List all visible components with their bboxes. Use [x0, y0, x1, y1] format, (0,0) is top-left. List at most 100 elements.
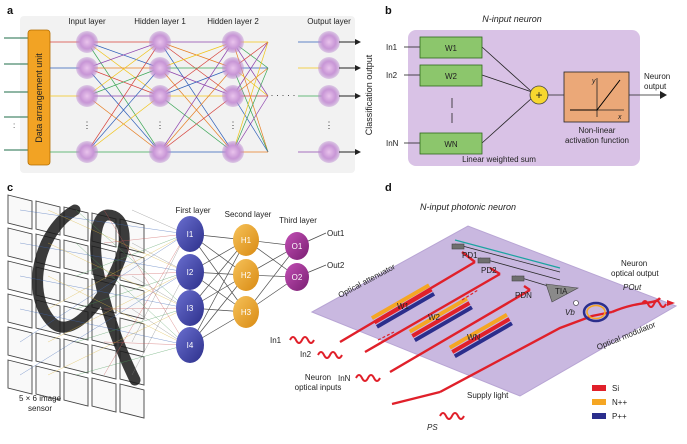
- sum-node: [529, 85, 549, 105]
- weight-w2-label: W2: [428, 313, 441, 322]
- tia-amplifier: [545, 283, 579, 303]
- neuron-node: [222, 85, 244, 107]
- first-layer-node-label: I3: [187, 304, 194, 313]
- sensor-connection: [103, 233, 187, 244]
- connection-line: [159, 41, 234, 153]
- neuron-node: [149, 57, 171, 79]
- connection-line: [232, 67, 269, 153]
- panel-a-letter: a: [7, 5, 14, 17]
- third-layer-node: [285, 232, 309, 260]
- sensor-connection: [75, 271, 187, 310]
- weight-wn: WN: [444, 140, 458, 149]
- panel-a: a : Data arrangement unit ⋮⋮⋮⋮ Input lay…: [4, 5, 374, 173]
- second-layer-node: [233, 224, 259, 256]
- second-layer-node: [233, 259, 259, 291]
- sensor-label-2: sensor: [28, 404, 52, 413]
- legend-npp: N++: [612, 398, 627, 407]
- activation-label-1: Non-linear: [579, 126, 616, 135]
- sensor-connection: [47, 209, 187, 273]
- input-in2: In2: [386, 71, 398, 80]
- neuron-node: [222, 141, 244, 163]
- neuron-node: [318, 141, 340, 163]
- sensor-pixel: [7, 326, 33, 362]
- vb-label: Vb: [565, 308, 575, 317]
- material-legend: Si N++ P++: [592, 384, 627, 421]
- neuron-output-2: optical output: [611, 269, 659, 278]
- hidden-layer-1-label: Hidden layer 1: [134, 17, 186, 26]
- second-layer-node-label: H3: [241, 308, 252, 317]
- sensor-connection: [75, 344, 187, 376]
- connection-line: [159, 41, 234, 69]
- input-inn-label: InN: [338, 374, 351, 383]
- panel-b-title: N-input neuron: [482, 14, 542, 24]
- sensor-connection: [103, 233, 187, 376]
- sensor-pixel: [63, 338, 89, 374]
- connection-line: [159, 67, 234, 153]
- sensor-pixel: [7, 359, 33, 395]
- digit-stroke: [32, 204, 141, 386]
- connection-line: [86, 95, 161, 153]
- sensor-connection: [47, 233, 187, 310]
- supply-light-label: Supply light: [467, 391, 509, 400]
- classification-output-label: Classification output: [364, 54, 374, 135]
- output-arrows: [339, 41, 355, 153]
- sensor-pixel: [7, 293, 33, 329]
- sensor-connection: [75, 307, 187, 343]
- first-layer-node-label: I1: [187, 230, 194, 239]
- legend-si-swatch: [592, 385, 606, 391]
- panel-b-letter: b: [385, 5, 392, 17]
- activation-box: [563, 71, 630, 123]
- sensor-connection: [47, 271, 187, 343]
- sensor-label-1: 5 × 6 image: [19, 394, 62, 403]
- input-inn: InN: [386, 139, 399, 148]
- photodiodes: [451, 243, 525, 282]
- pout-label: POut: [623, 283, 642, 292]
- first-layer-node-label: I4: [187, 341, 194, 350]
- input-in1: In1: [386, 43, 398, 52]
- connection-line: [86, 41, 161, 153]
- third-layer-node-label: O1: [292, 242, 303, 251]
- neuron-node: [318, 31, 340, 53]
- panel-d-title: N-input photonic neuron: [420, 202, 516, 212]
- weight-w1: W1: [445, 44, 458, 53]
- connection-line: [86, 67, 161, 153]
- second-layer-node-label: H1: [241, 236, 252, 245]
- neuron-wires: [404, 46, 660, 144]
- sensor-connection: [103, 307, 187, 310]
- pdn-label: PDN: [515, 291, 532, 300]
- neuron-output-label-1: Neuron: [644, 72, 670, 81]
- layer-connection: [189, 239, 247, 346]
- neuron-node: [222, 31, 244, 53]
- sensor-connections: [19, 209, 187, 376]
- connection-line: [86, 41, 161, 69]
- layer-ellipsis: · · · · ·: [271, 90, 296, 100]
- sensor-connection: [19, 275, 187, 309]
- panel-c-letter: c: [7, 182, 13, 194]
- third-layer-node: [285, 263, 309, 291]
- neuron-node: [318, 85, 340, 107]
- vertical-ellipsis: ⋮: [83, 120, 92, 130]
- sensor-connection: [19, 233, 187, 343]
- weight-w2: W2: [445, 72, 458, 81]
- connection-line: [232, 41, 269, 153]
- neuron-node: [149, 31, 171, 53]
- sum-label: Linear weighted sum: [462, 155, 536, 164]
- legend-si: Si: [612, 384, 619, 393]
- activation-label-2: activation function: [565, 136, 629, 145]
- sensor-pixel: [7, 194, 33, 230]
- sensor-pixel: [35, 332, 61, 368]
- first-layer-node: [176, 327, 204, 363]
- vertical-ellipsis: ⋮: [325, 120, 334, 130]
- optical-inputs-2: optical inputs: [295, 383, 342, 392]
- sensor-connection: [103, 271, 187, 277]
- sensor-connection: [47, 275, 187, 346]
- sensor-pixel: [91, 377, 117, 413]
- neuron-node: [76, 57, 98, 79]
- neuron-node: [149, 85, 171, 107]
- sensor-pixel: [63, 371, 89, 407]
- input-in2-label: In2: [300, 350, 312, 359]
- input-waves: [289, 336, 465, 420]
- weight-w1-label: W1: [397, 302, 410, 311]
